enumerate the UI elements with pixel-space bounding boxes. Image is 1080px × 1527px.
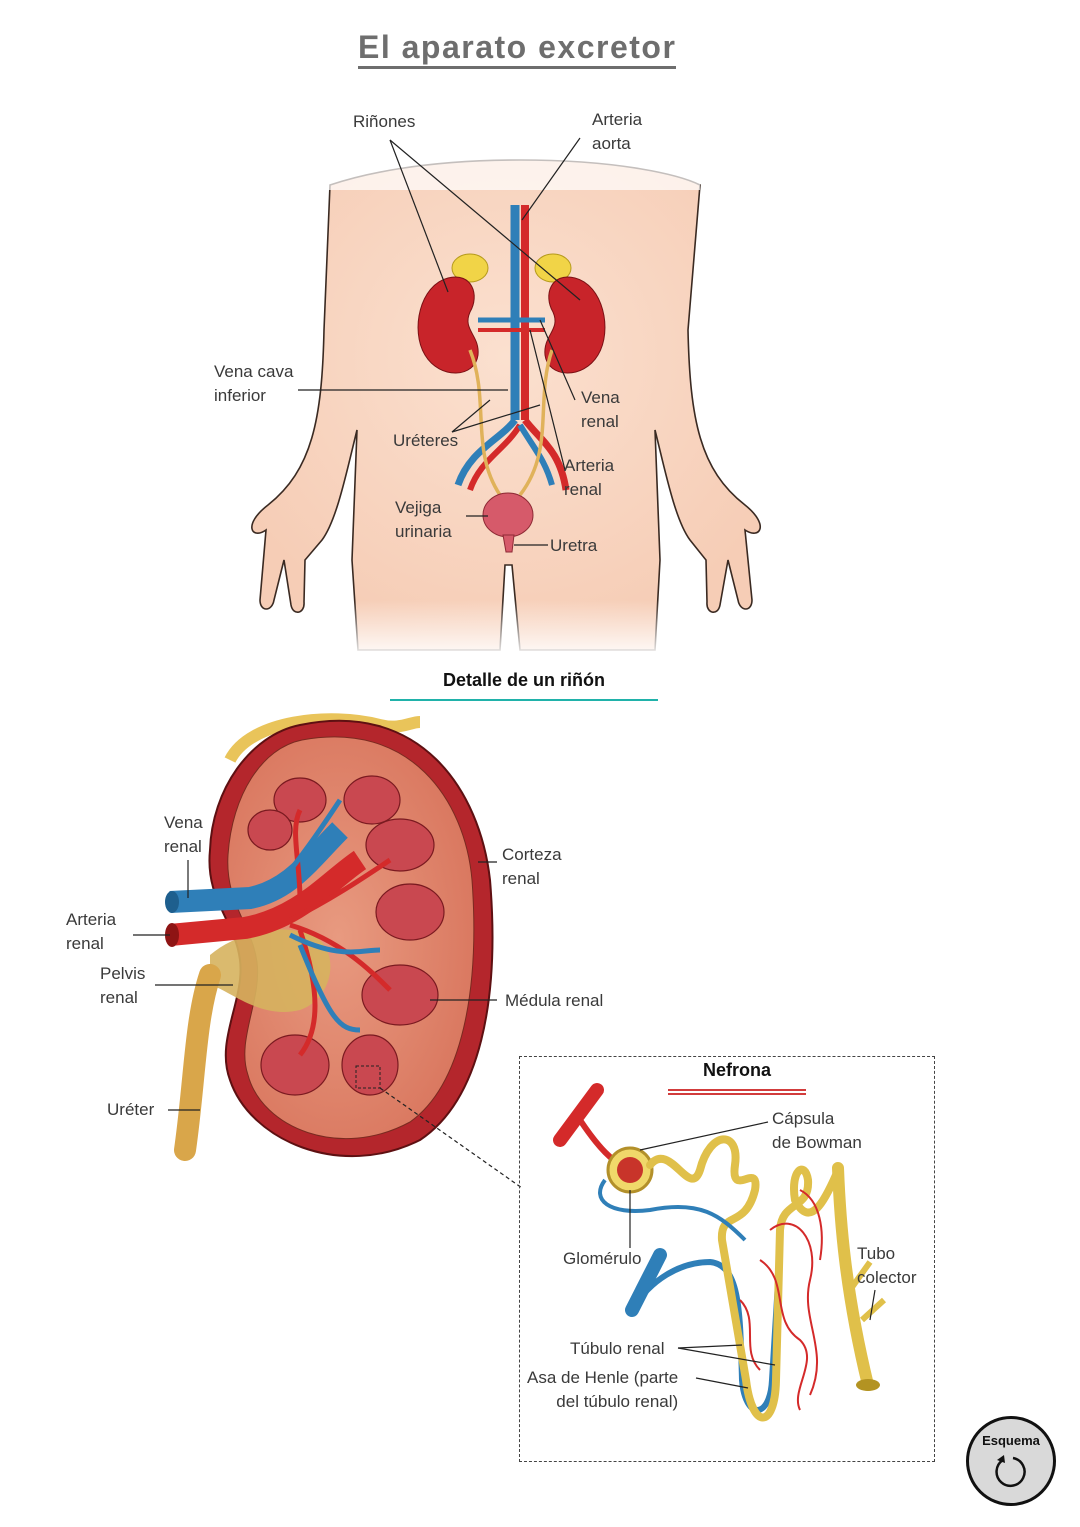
label-kidney-arteria-renal: Arteria renal: [66, 910, 117, 953]
nephron-leader-lines: [629, 1121, 876, 1389]
label-kidney-vena-renal: Vena renal: [164, 813, 203, 856]
label-arteria-aorta: Arteria aorta: [592, 110, 643, 153]
label-tubo-colector: Tubo colector: [857, 1244, 917, 1287]
label-vena-cava: Vena cava inferior: [214, 362, 294, 405]
label-ureter: Uréter: [107, 1100, 155, 1119]
label-pelvis-renal: Pelvis renal: [100, 964, 146, 1007]
ureter-left: [468, 349, 502, 496]
kidney-right: [544, 276, 606, 374]
esquema-button[interactable]: Esquema: [966, 1416, 1056, 1506]
label-uretra: Uretra: [550, 536, 598, 555]
adrenal-right: [534, 253, 572, 283]
bladder: [482, 492, 534, 538]
kidney-leader-lines: [133, 860, 523, 1189]
label-medula-renal: Médula renal: [505, 991, 604, 1010]
label-asa-henle: Asa de Henle (parte del túbulo renal): [527, 1368, 679, 1411]
body-leader-lines: [298, 137, 581, 546]
label-rinones: Riñones: [353, 112, 416, 131]
kidney-detail-title: Detalle de un riñón: [390, 670, 658, 701]
page-title: El aparato excretor: [358, 28, 677, 69]
nephron-box: [519, 1056, 935, 1462]
label-tubulo-renal: Túbulo renal: [570, 1339, 665, 1358]
kidney-left: [417, 276, 479, 374]
label-capsula-bowman: Cápsula de Bowman: [772, 1109, 862, 1152]
nephron-illustration: [553, 1083, 887, 1422]
label-corteza-renal: Corteza renal: [502, 845, 562, 888]
ureter-right: [518, 349, 554, 497]
torso-illustration: [251, 150, 762, 660]
rotate-arrow-icon: [995, 1455, 1026, 1487]
label-arteria-renal: Arteria renal: [564, 456, 615, 499]
adrenal-left: [451, 253, 489, 283]
label-ureteres: Uréteres: [393, 431, 459, 450]
nephron-title: Nefrona: [668, 1060, 806, 1095]
urethra: [502, 534, 515, 553]
label-glomerulo: Glomérulo: [563, 1249, 642, 1268]
label-vena-renal: Vena renal: [581, 388, 620, 431]
label-vejiga: Vejiga urinaria: [395, 498, 452, 541]
kidney-section-illustration: [165, 713, 494, 1161]
